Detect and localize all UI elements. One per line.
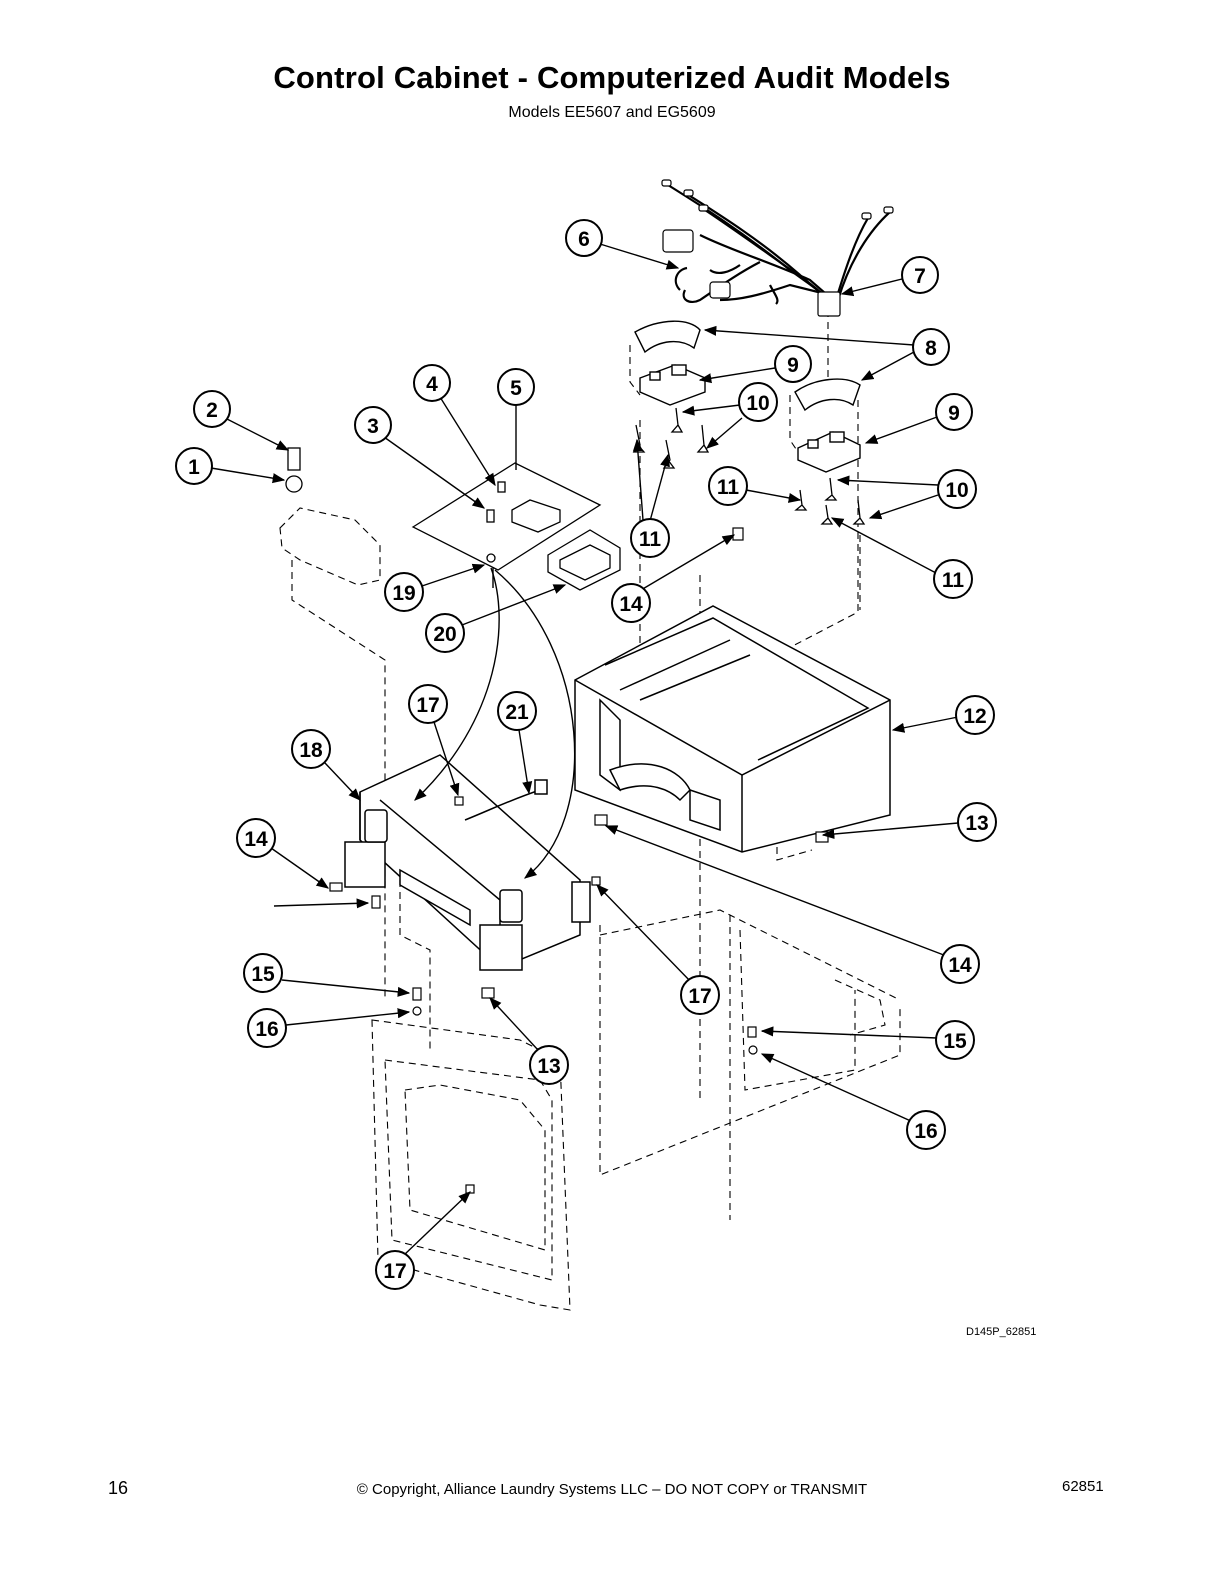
- svg-text:11: 11: [942, 569, 965, 592]
- wiring-harness: [667, 184, 891, 305]
- callout-4: 4: [413, 364, 451, 402]
- board-covers: [634, 320, 861, 412]
- svg-text:14: 14: [619, 593, 643, 616]
- svg-text:20: 20: [433, 623, 456, 646]
- callout-17: 17: [375, 1250, 415, 1290]
- svg-text:17: 17: [688, 985, 711, 1008]
- svg-text:4: 4: [426, 373, 438, 396]
- callout-6: 6: [565, 219, 603, 257]
- svg-text:9: 9: [787, 354, 799, 377]
- callout-11: 11: [933, 559, 973, 599]
- svg-text:10: 10: [746, 392, 769, 415]
- svg-text:15: 15: [943, 1030, 967, 1053]
- callout-7: 7: [901, 256, 939, 294]
- front-panel: [344, 754, 591, 971]
- svg-text:17: 17: [383, 1260, 406, 1283]
- svg-text:5: 5: [510, 377, 522, 400]
- callout-9: 9: [935, 393, 973, 431]
- lock-assembly: [285, 447, 621, 591]
- svg-text:1: 1: [188, 456, 200, 479]
- svg-text:18: 18: [299, 739, 323, 762]
- svg-text:3: 3: [367, 415, 379, 438]
- svg-text:13: 13: [537, 1055, 560, 1078]
- page-subtitle: Models EE5607 and EG5609: [508, 104, 716, 121]
- callout-12: 12: [955, 695, 995, 735]
- callout-11: 11: [708, 466, 748, 506]
- svg-text:15: 15: [251, 963, 275, 986]
- callout-18: 18: [291, 729, 331, 769]
- svg-text:2: 2: [206, 399, 218, 422]
- callout-3: 3: [354, 406, 392, 444]
- callout-17: 17: [680, 975, 720, 1015]
- callouts: 1 2 3 4 5 6 7 8 9 9 10 10 11 11 11 12 13…: [175, 219, 997, 1290]
- callout-2: 2: [193, 390, 231, 428]
- svg-text:9: 9: [948, 402, 960, 425]
- callout-14: 14: [611, 583, 651, 623]
- callout-10: 10: [937, 469, 977, 509]
- svg-text:11: 11: [639, 528, 662, 551]
- page-number: 16: [108, 1478, 129, 1498]
- document-number: 62851: [1062, 1478, 1104, 1495]
- circuit-boards: [639, 364, 861, 473]
- control-cabinet-box: [574, 605, 891, 853]
- copyright-notice: © Copyright, Alliance Laundry Systems LL…: [356, 1481, 868, 1498]
- drawing-id: D145P_62851: [966, 1326, 1037, 1338]
- svg-text:7: 7: [914, 265, 926, 288]
- svg-text:10: 10: [945, 479, 968, 502]
- svg-text:6: 6: [578, 228, 590, 251]
- callout-16: 16: [247, 1008, 287, 1048]
- svg-text:17: 17: [416, 694, 439, 717]
- svg-text:16: 16: [914, 1120, 937, 1143]
- svg-text:19: 19: [392, 582, 415, 605]
- svg-text:16: 16: [255, 1018, 278, 1041]
- callout-17: 17: [408, 684, 448, 724]
- callout-14: 14: [236, 818, 276, 858]
- svg-text:21: 21: [505, 701, 529, 724]
- svg-text:14: 14: [244, 828, 268, 851]
- page-title: Control Cabinet - Computerized Audit Mod…: [273, 60, 951, 95]
- callout-8: 8: [912, 328, 950, 366]
- harness-terminals: [661, 179, 894, 317]
- svg-text:11: 11: [717, 476, 740, 499]
- svg-text:8: 8: [925, 337, 937, 360]
- callout-15: 15: [935, 1020, 975, 1060]
- callout-10: 10: [738, 382, 778, 422]
- standoffs: [632, 407, 866, 525]
- callout-15: 15: [243, 953, 283, 993]
- callout-14: 14: [940, 944, 980, 984]
- callout-19: 19: [384, 572, 424, 612]
- curved-leaders: [414, 567, 576, 879]
- callout-16: 16: [906, 1110, 946, 1150]
- callout-20: 20: [425, 613, 465, 653]
- leader-lines: [210, 243, 959, 1256]
- svg-text:12: 12: [963, 705, 986, 728]
- svg-text:13: 13: [965, 812, 988, 835]
- callout-5: 5: [497, 368, 535, 406]
- callout-11: 11: [630, 518, 670, 558]
- callout-13: 13: [529, 1045, 569, 1085]
- svg-text:14: 14: [948, 954, 972, 977]
- callout-21: 21: [497, 691, 537, 731]
- callout-13: 13: [957, 802, 997, 842]
- callout-1: 1: [175, 447, 213, 485]
- callout-9: 9: [774, 345, 812, 383]
